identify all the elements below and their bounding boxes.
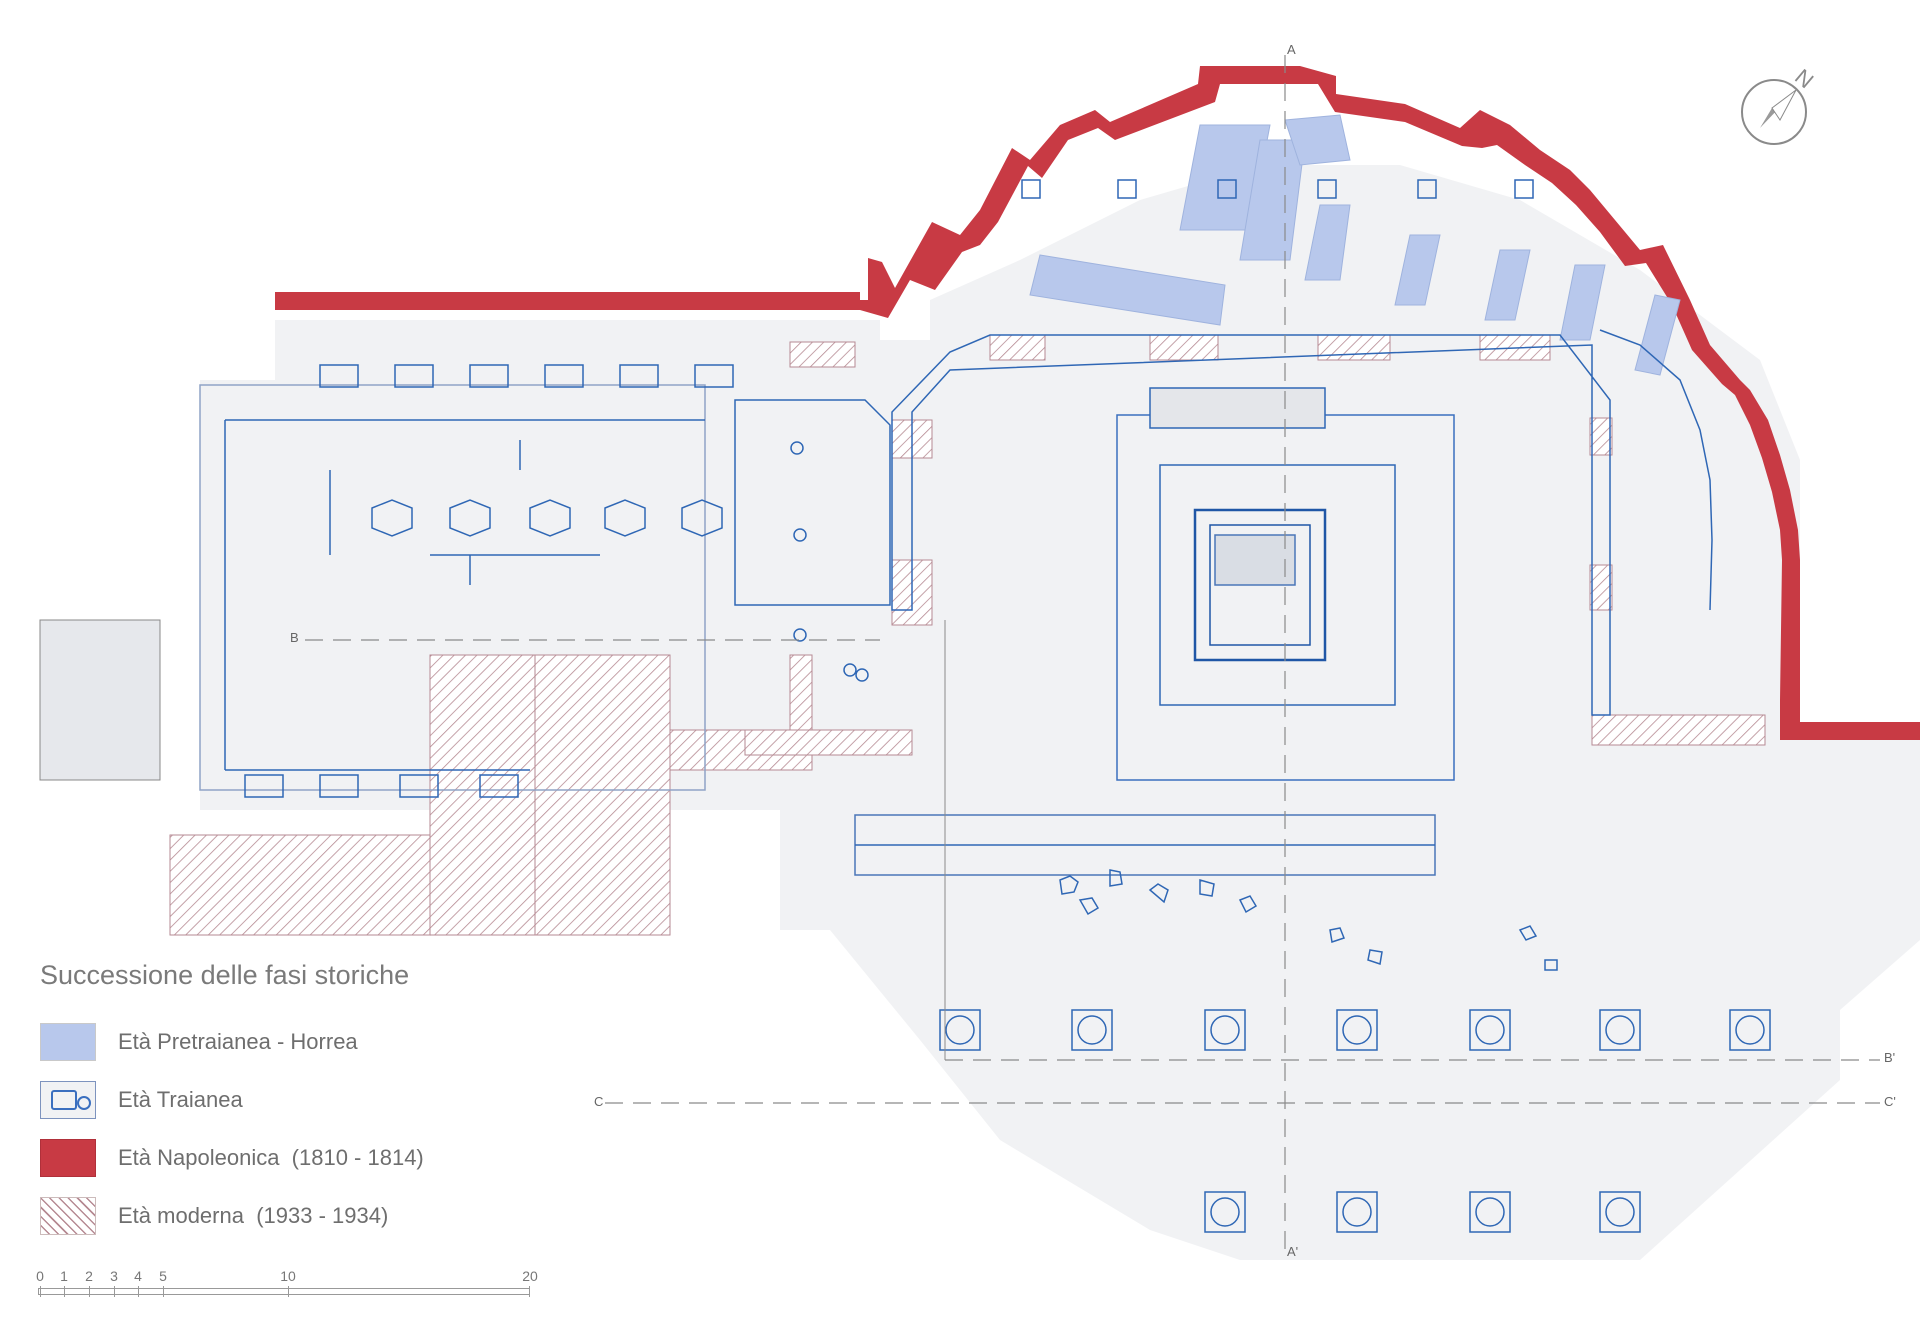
legend-label-napoleonic: Età Napoleonica (1810 - 1814) <box>118 1145 424 1170</box>
scale-tick <box>89 1286 90 1297</box>
scale-tick <box>114 1286 115 1297</box>
section-label-c-right: C' <box>1884 1094 1896 1109</box>
column-bases-row2 <box>1204 1191 1641 1233</box>
scale-tick <box>529 1286 530 1297</box>
scale-label-5: 5 <box>159 1268 167 1284</box>
scale-label-0: 0 <box>36 1268 44 1284</box>
legend-item-modern: Età moderna (1933 - 1934) <box>40 1187 560 1245</box>
scale-bar: 0 1 2 3 4 5 10 20 <box>36 1268 538 1308</box>
legend-label-modern: Età moderna (1933 - 1934) <box>118 1203 389 1228</box>
compass-icon <box>1741 79 1807 145</box>
legend: Successione delle fasi storiche Età Pret… <box>40 960 560 1245</box>
legend-swatch-napoleonic <box>40 1139 96 1177</box>
scale-label-4: 4 <box>134 1268 142 1284</box>
section-label-c-left: C <box>594 1094 604 1109</box>
section-label-a-top: A <box>1287 42 1296 57</box>
section-lines <box>305 55 1880 1252</box>
legend-item-pretrajanic: Età Pretraianea - Horrea <box>40 1013 560 1071</box>
legend-swatch-pretrajanic <box>40 1023 96 1061</box>
legend-label-pretrajanic: Età Pretraianea - Horrea <box>118 1029 358 1054</box>
north-arrow: N <box>1736 64 1818 150</box>
scale-tick <box>64 1286 65 1297</box>
legend-swatch-modern <box>40 1197 96 1235</box>
section-label-b-left: B <box>290 630 299 645</box>
scale-label-20: 20 <box>522 1268 538 1284</box>
scale-tick <box>288 1286 289 1297</box>
scale-tick <box>138 1286 139 1297</box>
ground-area <box>39 165 1920 1260</box>
legend-title: Successione delle fasi storiche <box>40 960 410 990</box>
legend-item-napoleonic: Età Napoleonica (1810 - 1814) <box>40 1129 560 1187</box>
scale-label-1: 1 <box>60 1268 68 1284</box>
section-label-b-right: B' <box>1884 1050 1896 1065</box>
scale-tick <box>40 1286 41 1297</box>
legend-item-trajanic: Età Traianea <box>40 1071 560 1129</box>
scale-label-10: 10 <box>280 1268 296 1284</box>
scale-label-2: 2 <box>85 1268 93 1284</box>
section-label-a-bottom: A' <box>1287 1244 1299 1259</box>
scale-label-3: 3 <box>110 1268 118 1284</box>
legend-swatch-trajanic <box>40 1081 96 1119</box>
scale-bar-line <box>38 1288 530 1295</box>
modern-additions <box>169 334 1766 936</box>
pretrajanic-horrea <box>1029 114 1681 376</box>
legend-label-trajanic: Età Traianea <box>118 1087 243 1112</box>
scale-tick <box>163 1286 164 1297</box>
column-bases-row1 <box>939 1009 1771 1051</box>
trajanic-structures <box>199 179 1771 1233</box>
